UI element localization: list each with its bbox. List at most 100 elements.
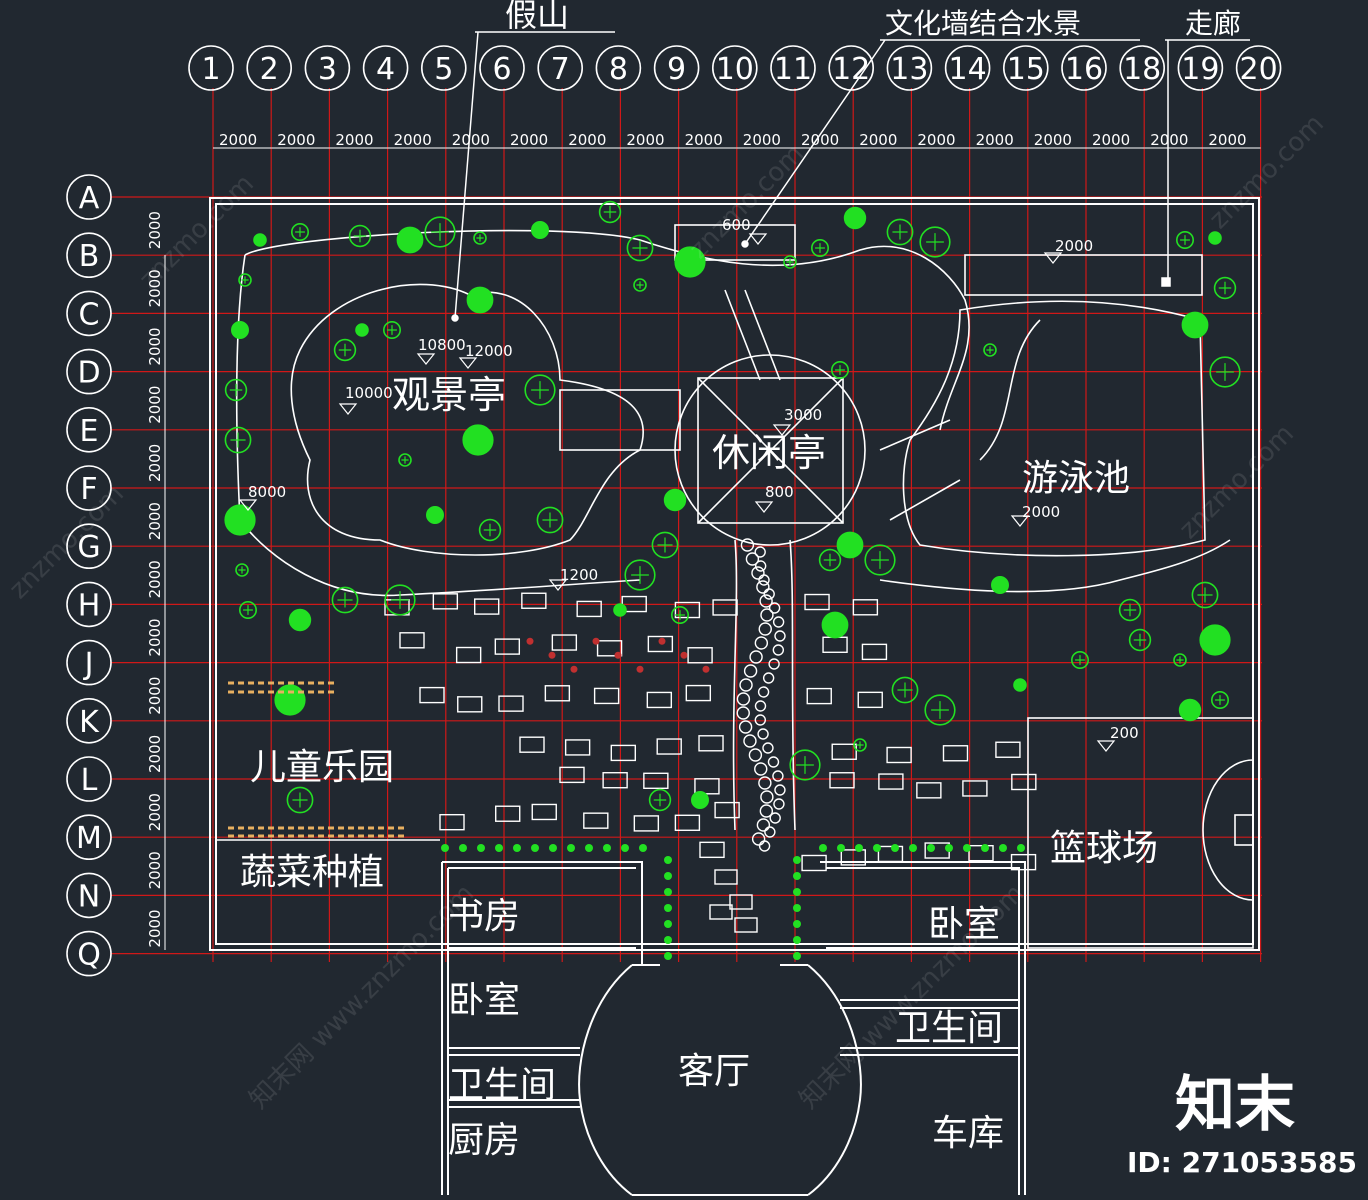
stepping-stone [531,803,557,821]
tree-symbol [626,234,654,262]
tree-symbol [224,504,256,536]
row-dim-label: 2000 [146,560,164,598]
stepping-stone [564,739,591,756]
tree-symbol [1178,698,1202,722]
elevation-2000-pool: 2000 [1022,503,1060,521]
hedge-dot [909,844,917,852]
stepping-stone [857,691,883,709]
watermark-id: ID: 271053585 [1127,1146,1357,1179]
hedge-dot [793,920,801,928]
tree-symbol [633,278,647,292]
pebble [763,588,775,600]
pebble [756,580,770,594]
pebble [772,616,785,628]
column-axis-9: 9 [653,45,700,91]
svg-text:3: 3 [318,52,337,87]
pebble [758,840,771,852]
stepping-stone [455,646,482,664]
pebble [743,734,757,748]
row-axis-C: C [66,290,112,337]
hedge-dot [477,844,485,852]
bedroom-right-label: 卧室 [928,904,1000,945]
pebble [759,594,773,608]
pebble [757,728,769,740]
tree-symbol [1191,581,1219,609]
tree-symbol [524,374,556,406]
svg-text:19: 19 [1181,52,1219,87]
column-dim-label: 2000 [219,131,257,149]
pebble [760,790,774,804]
tree-symbol [288,608,312,632]
tree-symbol [239,600,258,619]
svg-text:K: K [79,705,100,740]
stepping-stone [647,635,674,653]
tree-symbol [238,273,252,287]
svg-text:13: 13 [890,52,928,87]
stepping-stone [852,599,879,616]
bathroom-left-label: 卫生间 [448,1065,556,1106]
svg-text:G: G [77,530,100,565]
column-dim-label: 2000 [626,131,664,149]
hedge-dot [585,844,593,852]
tree-symbol [224,426,252,454]
svg-text:J: J [83,647,94,682]
stepping-stone [806,687,832,705]
pebble [774,630,786,642]
svg-text:18: 18 [1123,52,1161,87]
column-dim-label: 2000 [1208,131,1246,149]
stepping-stone [602,772,628,789]
tree-symbol [830,360,849,379]
house-outline [441,861,1026,1196]
row-axis-B: B [66,232,112,278]
stepping-stone [474,598,500,615]
row-axis-K: K [66,697,112,744]
column-dim-label: 2000 [1150,131,1188,149]
tree-symbol [424,216,456,248]
column-axis-14: 14 [944,45,991,91]
pebble [772,644,785,656]
hedge-dot [793,888,801,896]
vegetable-plot-label: 蔬菜种植 [240,852,384,893]
tree-symbol [462,424,494,456]
row-dim-label: 2000 [146,327,164,365]
flower-dot [592,637,600,645]
pebble [758,622,772,636]
svg-text:znzmo.com: znzmo.com [1174,419,1300,545]
pebble [751,566,765,580]
stepping-stone [643,772,669,789]
stepping-stone [498,695,524,712]
stepping-stone [734,917,758,933]
tree-symbol [425,505,444,524]
tree-symbol [1211,690,1230,709]
column-dim-label: 2000 [568,131,606,149]
svg-text:15: 15 [1007,52,1045,87]
stepping-stone [494,638,521,655]
column-dim-label: 2000 [917,131,955,149]
column-axis-6: 6 [479,45,525,91]
row-dim-label: 2000 [146,677,164,715]
tree-symbol [836,531,864,559]
tree-symbol [235,563,249,577]
row-axis-J: J [66,639,112,686]
elevation-12000: 12000 [465,342,513,360]
column-axis-13: 13 [886,45,933,91]
tree-symbol [348,224,372,248]
svg-text:14: 14 [949,52,987,87]
tree-symbol [783,255,797,269]
tree-symbol [690,790,709,809]
svg-text:7: 7 [551,52,570,87]
svg-text:1: 1 [201,52,220,87]
pebble [773,798,785,810]
hedge-dot [664,936,672,944]
column-dim-label: 2000 [452,131,490,149]
planting-symbols [224,200,1241,960]
elevation-10000: 10000 [345,384,393,402]
tree-symbol [274,684,306,716]
elevation-3000: 3000 [784,406,822,424]
kids-playground-label: 儿童乐园 [250,747,394,788]
elevation-8000: 8000 [248,483,286,501]
elevation-200: 200 [1110,724,1139,742]
elevation-600: 600 [722,216,751,234]
hedge-dot [793,856,801,864]
swimming-pool-label: 游泳池 [1022,458,1130,499]
